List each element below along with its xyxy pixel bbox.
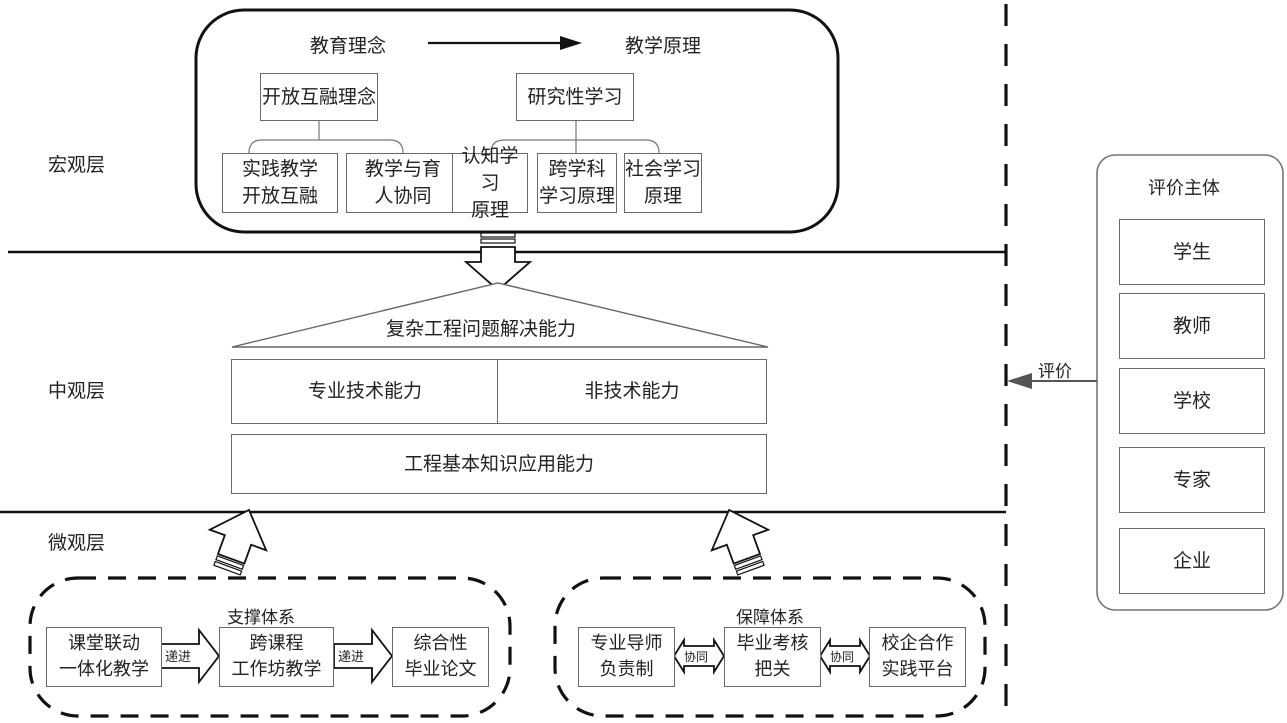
node-practice-teaching: 实践教学 开放互融 bbox=[222, 153, 338, 213]
node-interdisciplinary-learning-label: 跨学科 学习原理 bbox=[538, 158, 615, 207]
guarantee-item-1-label: 专业导师 负责制 bbox=[590, 633, 663, 680]
subject-expert: 专家 bbox=[1119, 447, 1265, 513]
foundation-knowledge-label: 工程基本知识应用能力 bbox=[403, 452, 594, 475]
node-practice-teaching-label: 实践教学 开放互融 bbox=[241, 158, 318, 207]
support-item-1-label: 课堂联动 一体化教学 bbox=[59, 633, 149, 680]
node-cognitive-learning: 认知学习 原理 bbox=[452, 145, 528, 221]
support-title: 支撑体系 bbox=[227, 608, 295, 628]
subject-school-label: 学校 bbox=[1172, 389, 1211, 412]
guarantee-item-2-label: 毕业考核 把关 bbox=[736, 633, 809, 680]
heading-arrow-head bbox=[560, 36, 582, 50]
subject-teacher: 教师 bbox=[1119, 293, 1265, 359]
support-connector-2: 递进 bbox=[338, 650, 365, 665]
node-social-learning: 社会学习 原理 bbox=[624, 153, 702, 213]
layer-label-meso: 中观层 bbox=[48, 380, 106, 402]
evaluation-arrow-head bbox=[1007, 373, 1032, 389]
subject-school: 学校 bbox=[1119, 368, 1265, 434]
node-cognitive-learning-label: 认知学习 原理 bbox=[461, 144, 519, 221]
support-connector-1: 递进 bbox=[165, 650, 192, 665]
heading-teaching-principles: 教学原理 bbox=[625, 35, 702, 57]
subject-enterprise: 企业 bbox=[1119, 528, 1265, 594]
guarantee-item-2: 毕业考核 把关 bbox=[724, 627, 821, 687]
subject-enterprise-label: 企业 bbox=[1172, 549, 1211, 572]
heading-education-philosophy: 教育理念 bbox=[310, 35, 387, 57]
progress-arrow-1 bbox=[160, 627, 221, 685]
down-arrow bbox=[463, 232, 533, 292]
node-interdisciplinary-learning: 跨学科 学习原理 bbox=[537, 153, 617, 213]
node-open-integration-label: 开放互融理念 bbox=[261, 85, 376, 108]
guarantee-connector-1: 协同 bbox=[684, 650, 709, 664]
support-up-arrow bbox=[207, 508, 268, 576]
guarantee-item-3: 校企合作 实践平台 bbox=[869, 627, 966, 687]
progress-arrow-2 bbox=[333, 627, 394, 685]
guarantee-title: 保障体系 bbox=[736, 608, 804, 628]
guarantee-item-1: 专业导师 负责制 bbox=[578, 627, 675, 687]
node-social-learning-label: 社会学习 原理 bbox=[625, 158, 702, 207]
support-item-2: 跨课程 工作坊教学 bbox=[219, 627, 334, 687]
layer-label-micro: 微观层 bbox=[48, 532, 106, 554]
pillar-technical-label: 专业技术能力 bbox=[307, 380, 422, 402]
evaluation-frame bbox=[1096, 154, 1284, 611]
guarantee-up-arrow bbox=[710, 508, 771, 576]
subject-student-label: 学生 bbox=[1172, 240, 1211, 263]
subject-student: 学生 bbox=[1119, 219, 1265, 285]
subject-expert-label: 专家 bbox=[1172, 468, 1211, 491]
pillar-technical: 专业技术能力 bbox=[231, 359, 499, 424]
roof-label: 复杂工程问题解决能力 bbox=[386, 318, 577, 340]
support-item-1: 课堂联动 一体化教学 bbox=[46, 627, 162, 687]
layer-label-macro: 宏观层 bbox=[48, 154, 106, 176]
tree-brace-left bbox=[248, 139, 404, 154]
guarantee-connector-2: 协同 bbox=[830, 650, 855, 664]
node-open-integration: 开放互融理念 bbox=[260, 73, 378, 121]
evaluation-title: 评价主体 bbox=[1148, 178, 1220, 199]
node-research-learning: 研究性学习 bbox=[516, 73, 634, 121]
node-teaching-collab-label: 教学与育 人协同 bbox=[364, 158, 441, 207]
support-item-3: 综合性 毕业论文 bbox=[392, 627, 489, 687]
node-teaching-collab: 教学与育 人协同 bbox=[346, 153, 460, 213]
evaluation-arrow-label: 评价 bbox=[1038, 362, 1072, 382]
subject-teacher-label: 教师 bbox=[1172, 314, 1211, 337]
foundation-knowledge: 工程基本知识应用能力 bbox=[231, 434, 767, 494]
pillar-non-technical-label: 非技术能力 bbox=[584, 380, 680, 402]
tree-brace-right bbox=[490, 139, 660, 154]
guarantee-item-3-label: 校企合作 实践平台 bbox=[881, 633, 954, 680]
support-item-2-label: 跨课程 工作坊教学 bbox=[231, 633, 322, 680]
support-frame bbox=[28, 576, 512, 718]
guarantee-frame bbox=[553, 576, 987, 718]
node-research-learning-label: 研究性学习 bbox=[527, 85, 623, 108]
roof-triangle bbox=[231, 282, 769, 348]
macro-frame bbox=[194, 8, 840, 234]
support-item-3-label: 综合性 毕业论文 bbox=[404, 633, 477, 680]
pillar-non-technical: 非技术能力 bbox=[497, 359, 767, 424]
